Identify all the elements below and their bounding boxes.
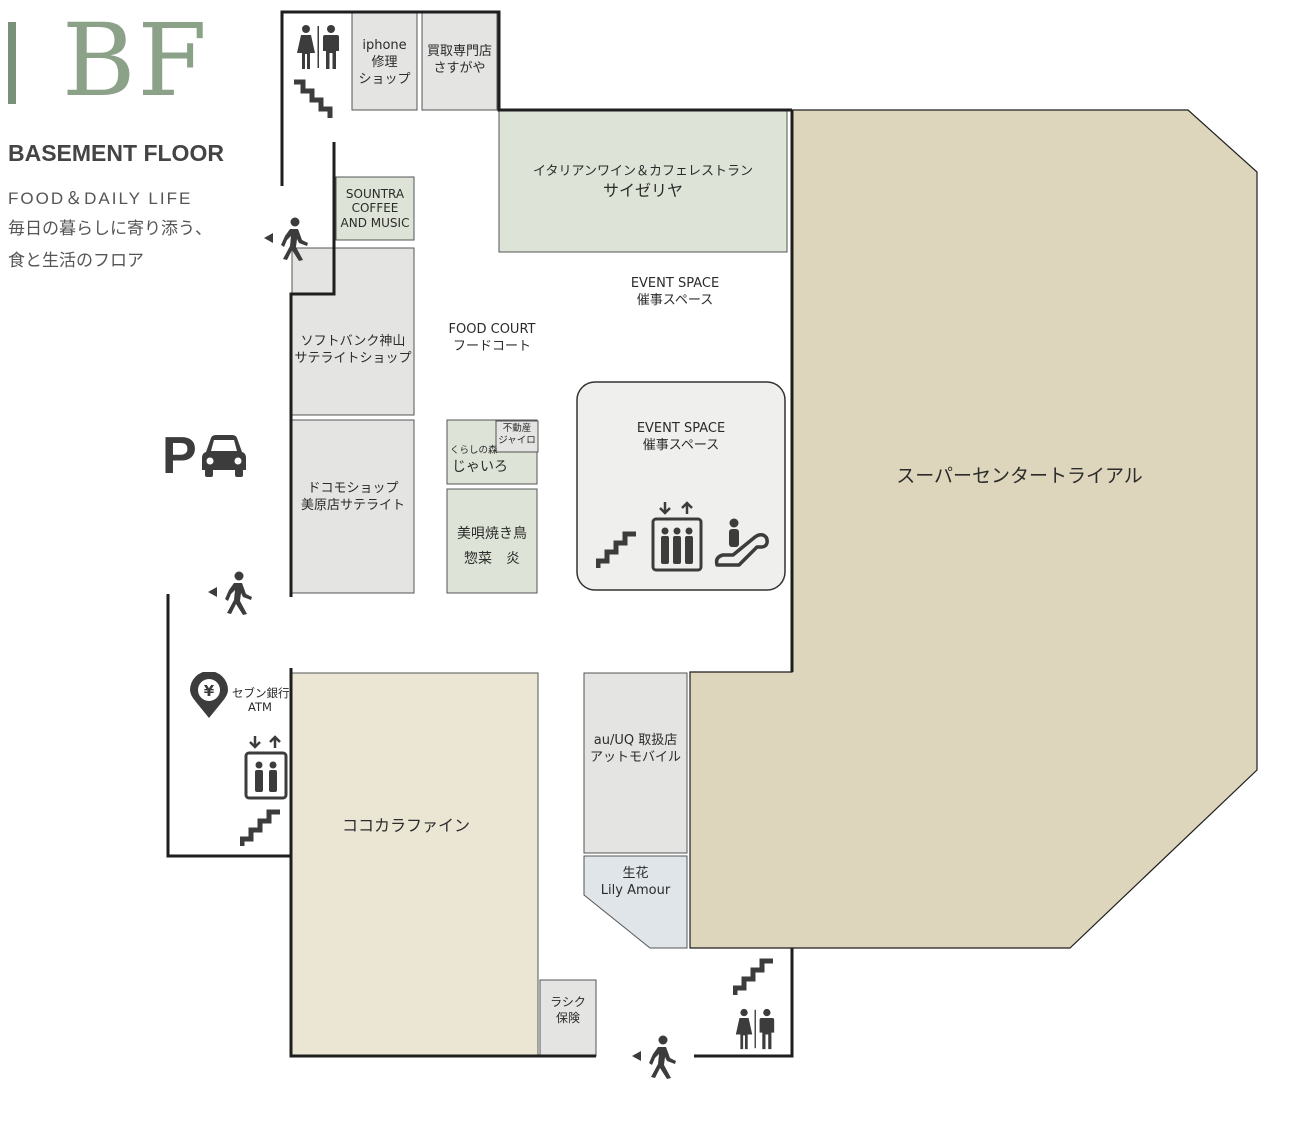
stairs-icon	[294, 79, 333, 118]
floor-subtitle: FOOD＆DAILY LIFE	[8, 189, 193, 208]
lasik-area[interactable]	[539, 979, 597, 1057]
sountra-area[interactable]	[335, 176, 415, 241]
kurashinomori-label[interactable]: くらしの森	[450, 445, 498, 456]
walls	[166, 10, 794, 1058]
tagline-line2: 食と生活のフロア	[8, 251, 144, 271]
cocokara-area[interactable]	[291, 672, 539, 1057]
stairs-icon	[733, 958, 773, 995]
restroom-icon	[735, 1008, 775, 1050]
super-center-label[interactable]: スーパーセンタートライアル	[896, 465, 1143, 487]
floor-name: BASEMENT FLOOR	[8, 140, 224, 166]
iphone-repair-area[interactable]	[351, 11, 418, 111]
au-label[interactable]: au/UQ 取扱店アットモバイル	[589, 733, 681, 765]
exit-icon	[264, 217, 308, 261]
atm-pin-icon[interactable]: ¥	[188, 672, 230, 720]
saizeriya-label[interactable]: イタリアンワイン＆カフェレストランサイゼリヤ	[533, 164, 753, 200]
floor-title: BF	[62, 2, 209, 119]
car-icon	[202, 435, 246, 477]
stairs-icon	[240, 809, 280, 846]
elevator-icon	[244, 735, 288, 800]
exit-icon	[632, 1035, 676, 1079]
docomo-label[interactable]: ドコモショップ美原店サテライト	[300, 481, 405, 513]
accent-bar	[8, 22, 16, 104]
tagline-line1: 毎日の暮らしに寄り添う、	[8, 219, 212, 239]
svg-text:¥: ¥	[204, 682, 215, 700]
yakitori-area[interactable]	[446, 488, 538, 594]
softbank-label[interactable]: ソフトバンク神山サテライトショップ	[294, 334, 412, 366]
restroom-icon	[297, 25, 339, 69]
parking-sign[interactable]: P	[162, 427, 197, 485]
docomo-area[interactable]	[291, 419, 415, 594]
elevator-icon	[651, 501, 703, 572]
super-center-area[interactable]	[689, 109, 1258, 949]
lasik-label[interactable]: ラシク保険	[550, 995, 586, 1025]
flower-area[interactable]	[583, 855, 688, 949]
escalator-icon	[714, 518, 769, 567]
kaitori-label[interactable]: 買取専門店さすがや	[426, 44, 492, 76]
yakitori-label[interactable]: 美唄焼き鳥惣菜 炎	[457, 526, 527, 568]
cocokara-label[interactable]: ココカラファイン	[341, 816, 470, 835]
kaitori-area[interactable]	[421, 11, 498, 111]
stairs-icon	[596, 531, 636, 568]
fudosan-area[interactable]	[495, 420, 539, 453]
au-area[interactable]	[583, 672, 688, 854]
jairo-label[interactable]: じゃいろ	[452, 459, 508, 475]
fudosan-label[interactable]: 不動産ジャイロ	[498, 423, 536, 446]
softbank-area[interactable]	[291, 247, 415, 416]
saizeriya-area[interactable]	[498, 109, 788, 253]
exit-icon	[208, 571, 252, 615]
